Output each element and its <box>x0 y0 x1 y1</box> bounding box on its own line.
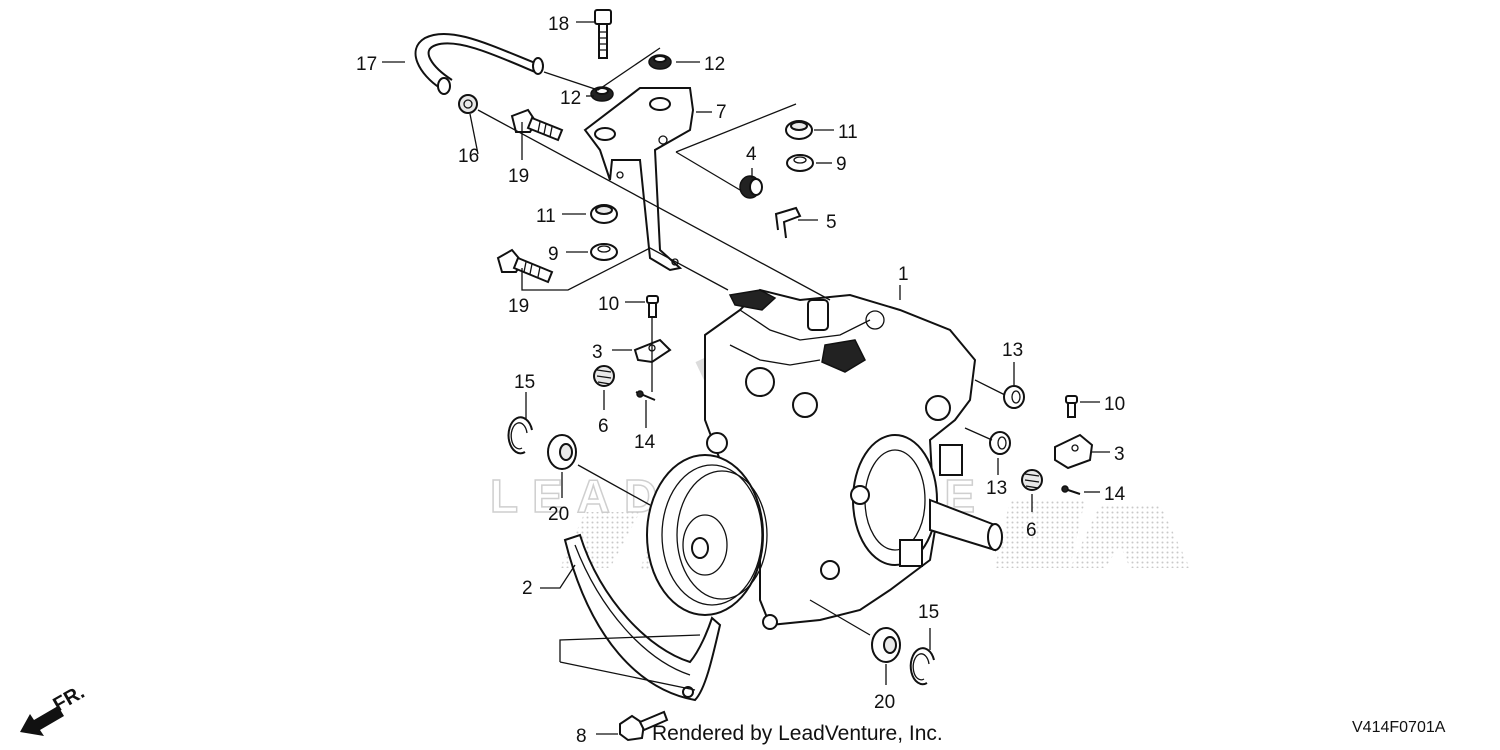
callout-13-lower: 13 <box>986 478 1007 499</box>
diagram-code: V414F0701A <box>1352 719 1446 736</box>
callout-12-bottom: 12 <box>560 88 581 109</box>
bolt-18-part <box>594 9 612 59</box>
callout-4: 4 <box>746 144 757 165</box>
callout-16: 16 <box>458 146 479 167</box>
callout-6-left: 6 <box>598 416 609 437</box>
bolt-19-lower-part <box>496 248 554 284</box>
hose-clamp-part <box>458 94 478 114</box>
spring-6-right-part <box>1021 469 1043 491</box>
callout-2: 2 <box>522 578 533 599</box>
pin-14-left-part <box>635 390 656 401</box>
nut-13-part <box>989 385 1025 455</box>
pulley-part <box>646 454 768 616</box>
bolt-10-right-part <box>1065 395 1078 418</box>
callout-19-upper: 19 <box>508 166 529 187</box>
rendered-by-credit: Rendered by LeadVenture, Inc. <box>652 722 943 745</box>
pin-14-right-part <box>1061 485 1081 495</box>
callout-14-left: 14 <box>634 432 656 453</box>
spring-6-left-part <box>593 365 615 387</box>
grommet-12-part <box>590 54 672 102</box>
callout-9-right: 9 <box>836 154 847 175</box>
callout-17: 17 <box>356 54 377 75</box>
callout-10-right: 10 <box>1104 394 1125 415</box>
bracket-7-part <box>583 87 695 272</box>
callout-20-left: 20 <box>548 504 569 525</box>
transmission-1-part <box>704 288 1003 630</box>
callout-7: 7 <box>716 102 727 123</box>
callout-5: 5 <box>826 212 837 233</box>
callout-15-right: 15 <box>918 602 939 623</box>
callout-15-left: 15 <box>514 372 535 393</box>
bearing-20-part <box>547 434 901 663</box>
callout-3-right: 3 <box>1114 444 1125 465</box>
callout-11-right: 11 <box>838 122 858 143</box>
callout-12-top: 12 <box>704 54 725 75</box>
callout-9-left: 9 <box>548 244 559 265</box>
callouts: 18 17 12 12 7 16 19 11 9 4 5 11 9 19 10 … <box>356 14 1126 747</box>
bolt-19-upper-part <box>510 108 564 142</box>
callout-6-right: 6 <box>1026 520 1037 541</box>
clip-5-part <box>774 206 802 239</box>
snap-ring-15-part <box>507 416 935 686</box>
callout-3-left: 3 <box>592 342 603 363</box>
nut-9-part <box>590 154 814 261</box>
bolt-10-left-part <box>646 295 659 318</box>
front-direction-arrow: FR. <box>20 681 88 736</box>
callout-18: 18 <box>548 14 569 35</box>
bolt-8-part <box>619 710 669 742</box>
callout-13-upper: 13 <box>1002 340 1023 361</box>
callout-19-lower: 19 <box>508 296 529 317</box>
hose-part <box>414 32 544 95</box>
grommet-4-part <box>739 175 763 199</box>
callout-14-right: 14 <box>1104 484 1126 505</box>
callout-8: 8 <box>576 726 587 747</box>
leader-lines <box>382 21 1110 735</box>
callout-10-left: 10 <box>598 294 619 315</box>
callout-11-left: 11 <box>536 206 556 227</box>
plate-3-right-part <box>1054 433 1094 470</box>
callout-1: 1 <box>898 264 909 285</box>
belt-guard-2-part <box>563 533 722 702</box>
callout-20-right: 20 <box>874 692 895 713</box>
collar-11-part <box>590 120 813 224</box>
